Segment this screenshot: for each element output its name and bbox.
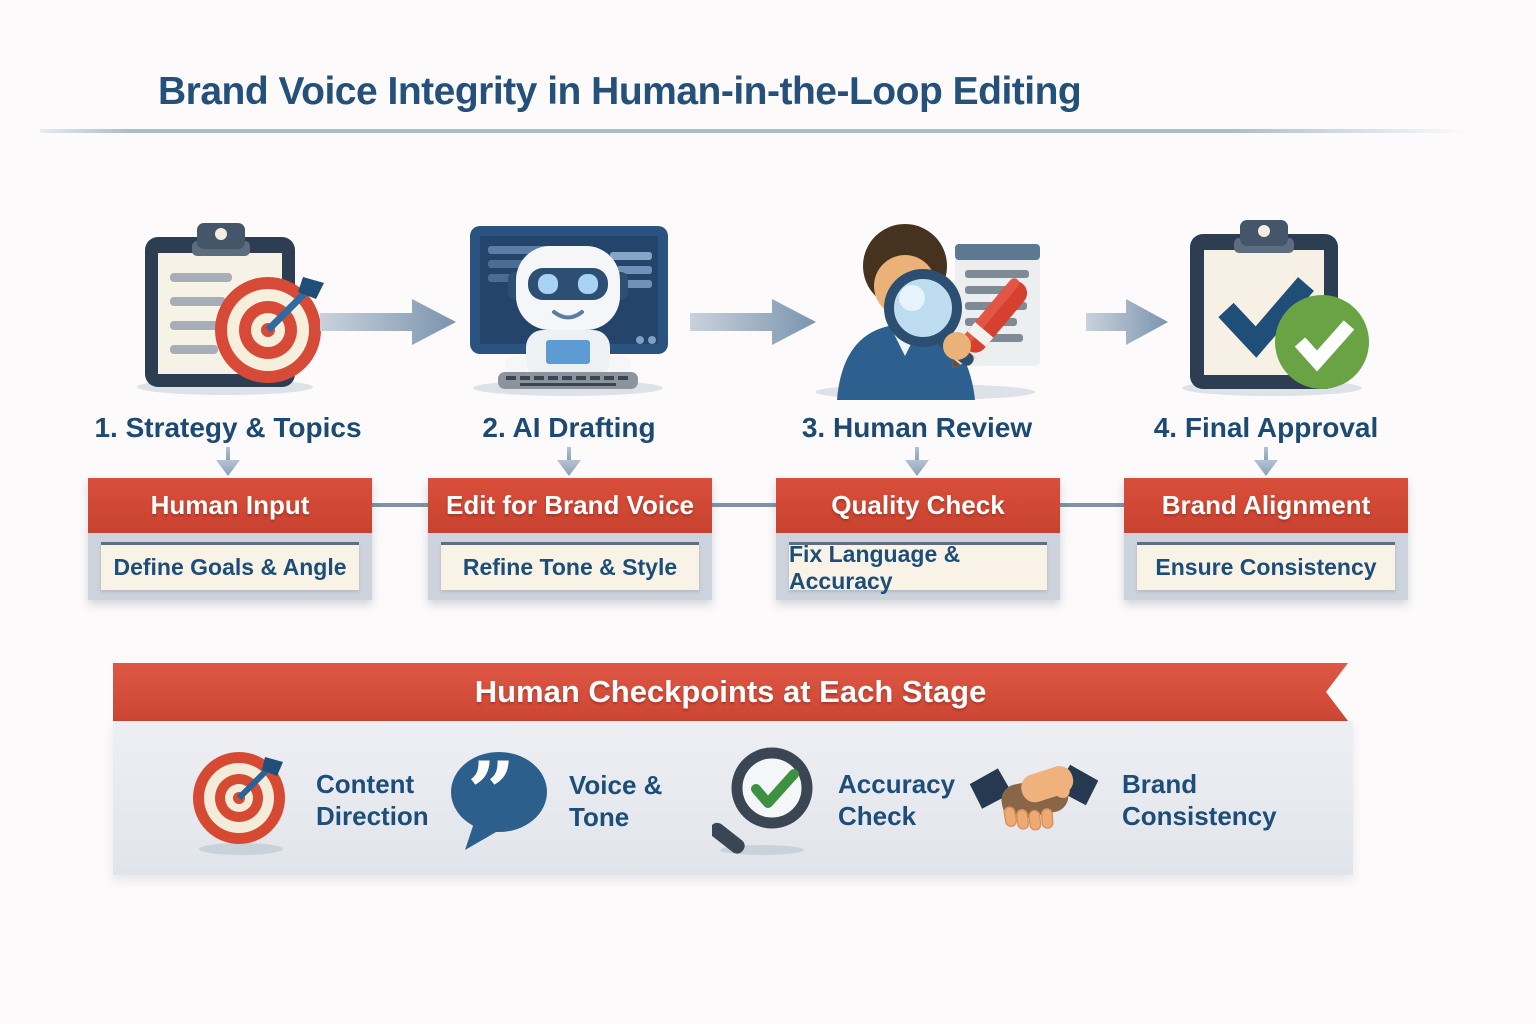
svg-text:”: ”: [467, 748, 515, 842]
card-subtitle: Define Goals & Angle: [101, 542, 359, 590]
card-title: Brand Alignment: [1124, 478, 1408, 533]
robot-computer-icon: [470, 226, 668, 396]
stage-label-4: 4. Final Approval: [1153, 412, 1379, 443]
clipboard-target-icon: [137, 223, 324, 395]
card-title: Edit for Brand Voice: [428, 478, 712, 533]
stage-label-1: 1. Strategy & Topics: [94, 412, 362, 443]
stage-card-quality-check: Quality Check Fix Language & Accuracy: [776, 478, 1060, 600]
page-title: Brand Voice Integrity in Human-in-the-Lo…: [158, 70, 1082, 113]
checkpoints-banner: Human Checkpoints at Each Stage: [113, 663, 1348, 721]
handshake-icon: [969, 764, 1099, 831]
card-subtitle: Ensure Consistency: [1137, 542, 1395, 590]
arrow-right-icon: [320, 299, 456, 345]
arrow-down-icon: [216, 447, 240, 476]
checkpoint-accuracy-check: Accuracy Check: [712, 744, 968, 856]
title-divider: [40, 129, 1495, 133]
arrow-down-icon: [1254, 447, 1278, 476]
checkpoint-label: Accuracy Check: [838, 768, 956, 832]
magnifier-check-icon: [712, 747, 813, 855]
target-icon: [193, 752, 285, 855]
stage-label-3: 3. Human Review: [801, 412, 1033, 443]
stage-label-2: 2. AI Drafting: [482, 412, 656, 443]
arrow-down-icon: [557, 447, 581, 476]
checkpoint-label: Content Direction: [316, 768, 429, 832]
stage-card-human-input: Human Input Define Goals & Angle: [88, 478, 372, 600]
card-connector: [712, 503, 776, 507]
arrow-right-icon: [690, 299, 816, 345]
checkpoint-brand-consistency: Brand Consistency: [968, 752, 1287, 848]
checkpoint-label: Voice & Tone: [569, 769, 663, 833]
checkpoint-label: Brand Consistency: [1122, 768, 1277, 832]
arrow-right-icon: [1086, 299, 1168, 345]
card-title: Quality Check: [776, 478, 1060, 533]
card-subtitle: Refine Tone & Style: [441, 542, 699, 590]
card-connector: [1060, 503, 1124, 507]
stage-card-brand-alignment: Brand Alignment Ensure Consistency: [1124, 478, 1408, 600]
card-connector: [372, 503, 428, 507]
card-title: Human Input: [88, 478, 372, 533]
checkpoint-content-direction: Content Direction: [186, 744, 451, 856]
quote-bubble-icon: ”: [451, 748, 547, 850]
person-magnifier-icon: [815, 224, 1040, 400]
arrow-down-icon: [905, 447, 929, 476]
card-subtitle: Fix Language & Accuracy: [789, 541, 1047, 594]
clipboard-approved-icon: [1182, 220, 1369, 396]
checkpoint-voice-tone: ” Voice & Tone: [447, 748, 681, 854]
stage-card-edit-brand-voice: Edit for Brand Voice Refine Tone & Style: [428, 478, 712, 600]
